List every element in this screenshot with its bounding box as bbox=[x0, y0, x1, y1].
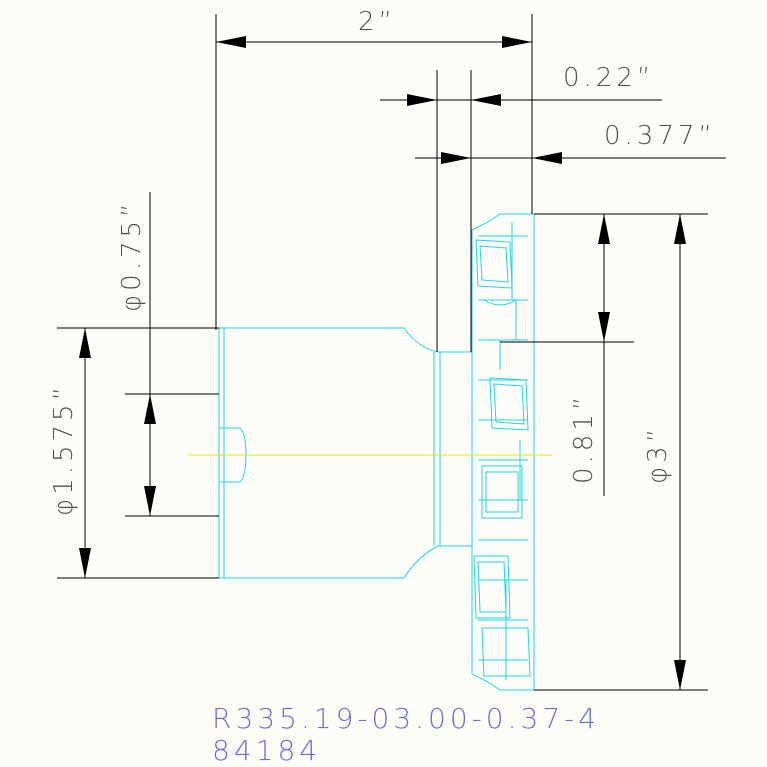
cutter-detail bbox=[483, 222, 521, 680]
cutter-body bbox=[471, 213, 535, 691]
dim-flange-width: 0.377” bbox=[604, 121, 716, 151]
part-outline bbox=[218, 213, 535, 691]
dim-cutter-diameter: φ3” bbox=[643, 425, 673, 484]
neck-lines bbox=[433, 352, 441, 546]
dim-overall-length: 2” bbox=[358, 7, 396, 37]
dim-insert-width: 0.22” bbox=[563, 63, 654, 93]
dimension-lines bbox=[57, 14, 726, 691]
dim-cut-depth: 0.81” bbox=[569, 393, 599, 484]
part-code: 84184 bbox=[212, 734, 321, 767]
part-number: R335.19-03.00-0.37-4 bbox=[212, 702, 600, 735]
dim-bore-diameter: φ0.75” bbox=[117, 199, 147, 312]
key-notch bbox=[218, 395, 247, 483]
dim-shank-diameter: φ1.575” bbox=[49, 383, 79, 516]
